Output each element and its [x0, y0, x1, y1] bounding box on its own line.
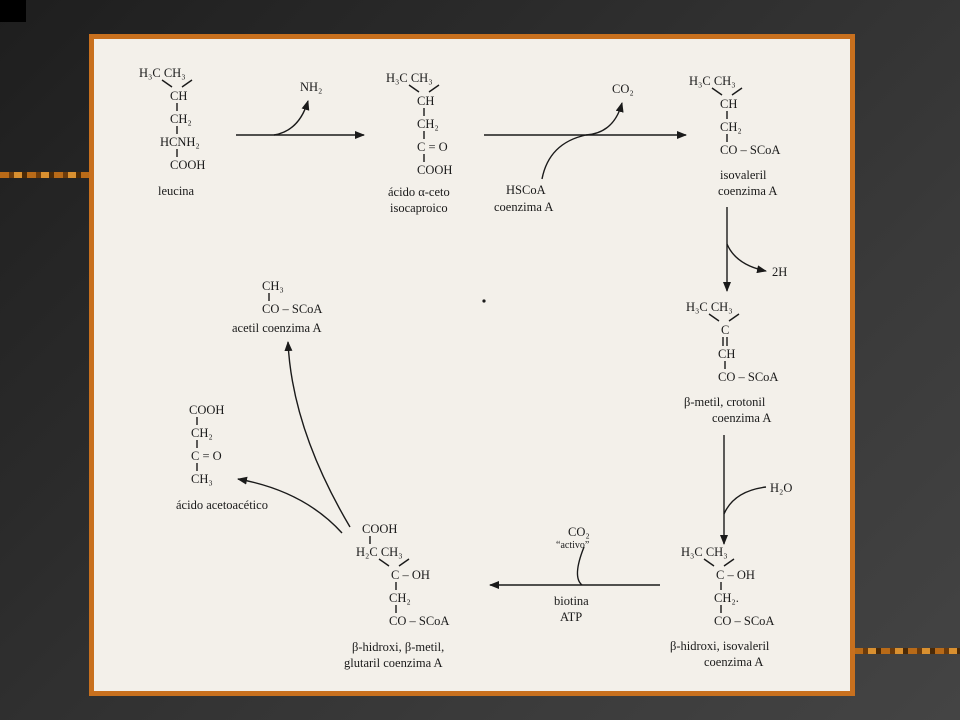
- leucine-degradation-diagram: H₃C CH₃ CH CH₂ HCNH₂ COOH leucina NH₂ H₃…: [139, 66, 792, 670]
- cetoacid-line-5: COOH: [417, 163, 452, 177]
- acetoacetico-name: ácido acetoacético: [176, 498, 268, 512]
- leucina-line-2: CH: [170, 89, 187, 103]
- hidroxiisovaleril-line-3: CH₂.: [714, 591, 739, 605]
- hidroxiisovaleril-line-4: CO – SCoA: [714, 614, 774, 628]
- reagent-hscoa-sub: coenzima A: [494, 200, 553, 214]
- arrow-to-acetil-coa: [284, 341, 351, 528]
- leucina-line-5: COOH: [170, 158, 205, 172]
- molecule-acetil-coa: CH₃ CO – SCoA acetil coenzima A: [232, 279, 322, 335]
- reagent-co2-2: CO₂: [568, 525, 590, 539]
- isovaleril-line-4: CO – SCoA: [720, 143, 780, 157]
- arrow-to-acetoacetico: [237, 476, 343, 534]
- molecule-hmg-coa: COOH H₂C CH₃ C – OH CH₂ CO – SCoA β-hidr…: [344, 522, 449, 670]
- molecule-leucina: H₃C CH₃ CH CH₂ HCNH₂ COOH leucina: [139, 66, 205, 198]
- acetoacetico-line-3: C = O: [191, 449, 222, 463]
- reagent-h2o: H₂O: [770, 481, 792, 495]
- acetoacetico-line-1: COOH: [189, 403, 224, 417]
- cetoacid-line-1: H₃C CH₃: [386, 71, 433, 85]
- isovaleril-line-1: H₃C CH₃: [689, 74, 736, 88]
- metilcrotonil-line-1: H₃C CH₃: [686, 300, 733, 314]
- reagent-2h: 2H: [772, 265, 787, 279]
- reagent-activo: “activo”: [556, 540, 589, 551]
- metilcrotonil-line-2: C: [721, 323, 729, 337]
- hmg-name-1: β-hidroxi, β-metil,: [352, 640, 444, 654]
- cetoacid-line-3: CH₂: [417, 117, 439, 131]
- decorative-stripe-left: [0, 172, 92, 178]
- isovaleril-line-2: CH: [720, 97, 737, 111]
- isovaleril-name-1: isovaleril: [720, 168, 767, 182]
- reagent-co2-1: CO₂: [612, 82, 634, 96]
- hidroxiisovaleril-name-1: β-hidroxi, isovaleril: [670, 639, 770, 653]
- isovaleril-name-2: coenzima A: [718, 184, 777, 198]
- cetoacid-line-2: CH: [417, 94, 434, 108]
- reagent-atp: ATP: [560, 610, 582, 624]
- molecule-acido-acetoacetico: COOH CH₂ C = O CH₃ ácido acetoacético: [176, 403, 268, 512]
- hmg-line-0: COOH: [362, 522, 397, 536]
- metilcrotonil-line-3: CH: [718, 347, 735, 361]
- molecule-alfa-ceto-isocaproico: H₃C CH₃ CH CH₂ C = O COOH ácido α-ceto i…: [386, 71, 452, 215]
- reagent-hscoa: HSCoA: [506, 183, 546, 197]
- metilcrotonil-line-4: CO – SCoA: [718, 370, 778, 384]
- arrow-co2-activo-input: [576, 546, 585, 586]
- hmg-name-2: glutaril coenzima A: [344, 656, 443, 670]
- isovaleril-line-3: CH₂: [720, 120, 742, 134]
- arrow-nh2-release: [273, 100, 310, 136]
- hmg-line-4: CO – SCoA: [389, 614, 449, 628]
- molecule-metilcrotonil-coa: H₃C CH₃ C CH CO – SCoA β-metil, crotonil…: [684, 300, 778, 425]
- metilcrotonil-name-1: β-metil, crotonil: [684, 395, 766, 409]
- hidroxiisovaleril-name-2: coenzima A: [704, 655, 763, 669]
- cetoacid-name-1: ácido α-ceto: [388, 185, 450, 199]
- cetoacid-name-2: isocaproico: [390, 201, 448, 215]
- molecule-hidroxiisovaleril-coa: H₃C CH₃ C – OH CH₂. CO – SCoA β-hidroxi,…: [670, 545, 774, 669]
- arrow-hscoa-input: [541, 134, 587, 180]
- hidroxiisovaleril-line-2: C – OH: [716, 568, 755, 582]
- reagent-biotina: biotina: [554, 594, 589, 608]
- corner-block: [0, 0, 26, 22]
- arrow-2h-release: [726, 243, 767, 274]
- cetoacid-line-4: C = O: [417, 140, 448, 154]
- leucina-line-3: CH₂: [170, 112, 192, 126]
- diagram-frame: H₃C CH₃ CH CH₂ HCNH₂ COOH leucina NH₂ H₃…: [89, 34, 855, 696]
- arrow-h2o-input: [723, 486, 767, 515]
- acetilcoa-line-1: CH₃: [262, 279, 284, 293]
- reagent-nh2: NH₂: [300, 80, 322, 94]
- acetoacetico-line-4: CH₃: [191, 472, 213, 486]
- stray-dot: [482, 299, 486, 303]
- metilcrotonil-name-2: coenzima A: [712, 411, 771, 425]
- leucina-line-4: HCNH₂: [160, 135, 200, 149]
- acetoacetico-line-2: CH₂: [191, 426, 213, 440]
- leucina-line-1: H₃C CH₃: [139, 66, 186, 80]
- acetilcoa-line-2: CO – SCoA: [262, 302, 322, 316]
- hmg-line-2: C – OH: [391, 568, 430, 582]
- decorative-stripe-right: [854, 648, 960, 654]
- hidroxiisovaleril-line-1: H₃C CH₃: [681, 545, 728, 559]
- leucina-name: leucina: [158, 184, 195, 198]
- acetilcoa-name: acetil coenzima A: [232, 321, 322, 335]
- molecule-isovaleril-coa: H₃C CH₃ CH CH₂ CO – SCoA isovaleril coen…: [689, 74, 780, 198]
- hmg-line-1: H₂C CH₃: [356, 545, 403, 559]
- arrow-co2-release: [585, 102, 624, 136]
- hmg-line-3: CH₂: [389, 591, 411, 605]
